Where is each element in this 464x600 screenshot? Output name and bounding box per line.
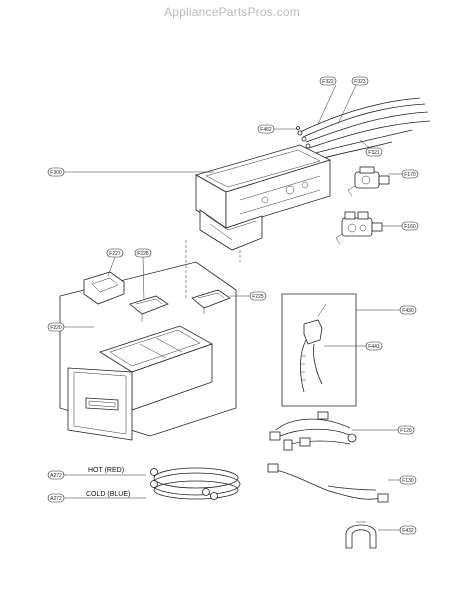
inlet-hoses-group — [296, 97, 431, 161]
svg-text:F430: F430 — [402, 308, 414, 314]
dispenser-drawer — [67, 325, 213, 441]
callout-f321[interactable]: F321 — [365, 147, 383, 157]
callout-f300[interactable]: F300 — [47, 167, 65, 177]
wire-harness-f120 — [269, 411, 357, 451]
cold-hose-label: COLD (BLUE) — [86, 491, 130, 498]
callout-f462[interactable]: F462 — [257, 124, 275, 134]
callout-f228[interactable]: F228 — [134, 248, 152, 258]
svg-text:F160: F160 — [404, 224, 416, 230]
svg-text:F462: F462 — [260, 127, 272, 133]
water-valve-f170 — [347, 166, 390, 197]
hot-cold-inlet-hoses — [150, 467, 241, 500]
callout-f120[interactable]: F120 — [397, 425, 415, 435]
svg-text:F170: F170 — [404, 172, 416, 178]
svg-text:F321: F321 — [368, 150, 380, 156]
callout-f322[interactable]: F322 — [319, 76, 337, 86]
callout-f430[interactable]: F430 — [399, 305, 417, 315]
watermark-text: AppliancePartsPros.com — [164, 5, 300, 19]
svg-text:F225: F225 — [252, 294, 264, 300]
cap-f225 — [191, 289, 231, 314]
callout-f130[interactable]: F130 — [399, 475, 417, 485]
clip-f432 — [345, 521, 377, 549]
callout-f441[interactable]: F441 — [365, 341, 383, 351]
harness-frame — [281, 293, 357, 407]
svg-text:F300: F300 — [50, 170, 62, 176]
svg-text:F322: F322 — [322, 79, 334, 85]
svg-text:F432: F432 — [402, 528, 414, 534]
svg-text:F228: F228 — [137, 251, 149, 257]
cap-f228 — [129, 295, 169, 322]
callout-f170[interactable]: F170 — [401, 169, 419, 179]
hot-hose-label: HOT (RED) — [88, 467, 124, 474]
callout-f432[interactable]: F432 — [399, 525, 417, 535]
leader-lines — [64, 84, 402, 531]
svg-text:A272: A272 — [50, 496, 62, 502]
svg-text:F120: F120 — [400, 428, 412, 434]
svg-text:F227: F227 — [109, 251, 121, 257]
callout-f323[interactable]: F323 — [351, 76, 369, 86]
dispenser-housing — [194, 144, 332, 251]
callout-f225[interactable]: F225 — [249, 291, 267, 301]
callout-a272-cold[interactable]: A272 — [47, 493, 65, 503]
wire-harness-f130 — [267, 463, 389, 503]
callout-a272-hot[interactable]: A272 — [47, 470, 65, 480]
callout-f220[interactable]: F220 — [47, 322, 65, 332]
rinse-cap-f227 — [83, 271, 125, 305]
svg-text:F130: F130 — [402, 478, 414, 484]
callout-f227[interactable]: F227 — [106, 248, 124, 258]
svg-text:A272: A272 — [50, 473, 62, 479]
callout-f160[interactable]: F160 — [401, 221, 419, 231]
svg-text:F323: F323 — [354, 79, 366, 85]
water-valve-f160 — [335, 211, 383, 245]
drawer-outline — [59, 261, 237, 437]
svg-text:F441: F441 — [368, 344, 380, 350]
svg-text:F220: F220 — [50, 325, 62, 331]
sensor-f441 — [300, 303, 327, 393]
